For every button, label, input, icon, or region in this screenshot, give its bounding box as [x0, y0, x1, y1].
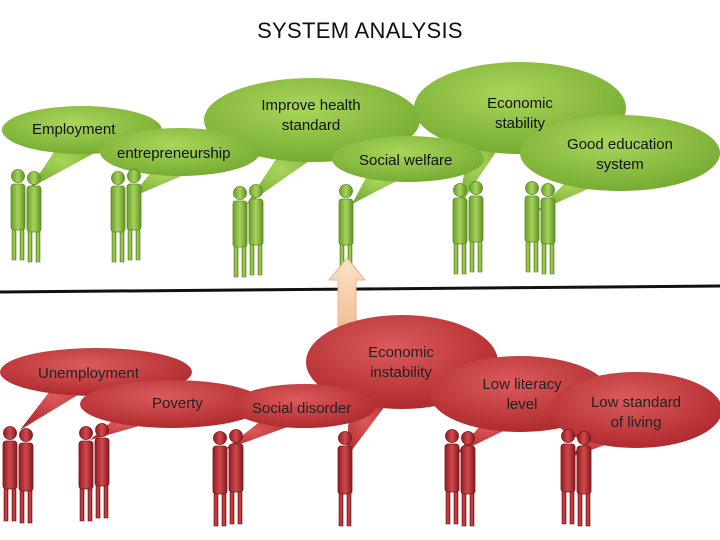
bubble-social-welfare [332, 136, 484, 204]
label-employment: Employment [32, 121, 116, 138]
red-people [2, 423, 592, 527]
label-social-disorder: Social disorder [252, 400, 352, 417]
label-social-welfare: Social welfare [359, 152, 453, 169]
red-person-icon [576, 431, 592, 527]
page-title: SYSTEM ANALYSIS [257, 18, 463, 43]
red-person-icon [94, 423, 110, 519]
label-low-literacy: Low literacy level [482, 376, 562, 413]
label-good-education: Good education system [567, 136, 673, 173]
label-improve-health: Improve health standard [261, 97, 361, 134]
green-person-icon [232, 186, 248, 278]
divider-line [0, 284, 720, 294]
label-economic-instability: Economic instability [368, 344, 434, 381]
red-person-icon [560, 429, 576, 525]
label-economic-stability: Economic stability [487, 95, 553, 132]
label-poverty: Poverty [152, 395, 203, 412]
green-person-icon [110, 171, 126, 263]
red-person-icon [18, 428, 34, 524]
red-person-icon [2, 426, 18, 522]
green-person-icon [524, 181, 540, 273]
green-person-icon [10, 169, 26, 261]
green-people [10, 169, 556, 278]
bubble-social-disorder [224, 384, 376, 450]
label-low-standard: Low standard of living [590, 394, 682, 431]
bubble-entrepreneurship [100, 128, 260, 198]
label-entrepreneurship: entrepreneurship [117, 145, 231, 162]
red-person-icon [228, 429, 244, 525]
green-person-icon [468, 181, 484, 273]
red-person-icon [337, 431, 353, 527]
red-person-icon [212, 431, 228, 527]
green-person-icon [126, 169, 142, 261]
label-unemployment: Unemployment [38, 365, 139, 382]
red-person-icon [78, 426, 94, 522]
red-person-icon [444, 429, 460, 525]
red-person-icon [460, 431, 476, 527]
